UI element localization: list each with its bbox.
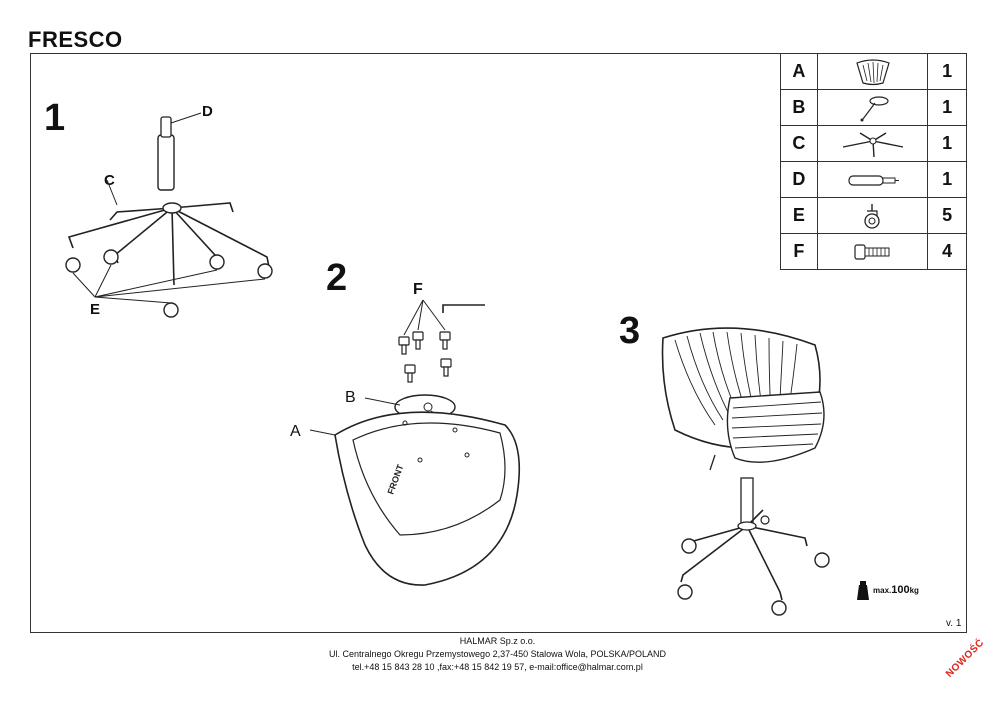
part-letter: F xyxy=(780,233,818,270)
footer-address: Ul. Centralnego Okregu Przemystowego 2,3… xyxy=(329,649,666,659)
step-2-label-a: A xyxy=(290,423,301,440)
part-letter: E xyxy=(780,197,818,234)
part-letter: B xyxy=(780,89,818,126)
max-load-indicator: max.100kg xyxy=(856,580,919,600)
caster-icon xyxy=(863,203,880,229)
mechanism-plate-icon xyxy=(860,95,889,121)
step-1-label-d: D xyxy=(202,103,213,120)
weight-icon xyxy=(857,581,869,600)
part-qty: 5 xyxy=(927,197,967,234)
step-1-label-e: E xyxy=(90,301,101,318)
version-label: v. 1 xyxy=(946,618,962,629)
step-3-number: 3 xyxy=(619,310,641,352)
parts-table: A 1 B 1 C 1 D xyxy=(780,53,967,270)
part-qty: 1 xyxy=(927,161,967,198)
max-load-prefix: max. xyxy=(873,586,892,595)
parts-row-e: E 5 xyxy=(780,197,967,234)
parts-row-a: A 1 xyxy=(780,53,967,90)
parts-row-c: C 1 xyxy=(780,125,967,162)
part-letter: A xyxy=(780,53,818,90)
part-qty: 1 xyxy=(927,53,967,90)
parts-row-b: B 1 xyxy=(780,89,967,126)
step-2-label-f: F xyxy=(413,281,423,298)
step-2-illustration: FRONT xyxy=(309,299,521,586)
step-1-illustration xyxy=(65,112,273,318)
screw-icon xyxy=(853,243,889,260)
seat-icon xyxy=(855,58,890,85)
step-1-label-c: C xyxy=(104,172,115,189)
step-2-label-b: B xyxy=(345,389,356,406)
footer-contact: tel.+48 15 843 28 10 ,fax:+48 15 842 19 … xyxy=(352,662,643,672)
document-title: FRESCO xyxy=(28,27,123,52)
part-qty: 1 xyxy=(927,125,967,162)
parts-row-f: F 4 xyxy=(780,233,967,270)
part-letter: D xyxy=(780,161,818,198)
part-qty: 1 xyxy=(927,89,967,126)
footer: HALMAR Sp.z o.o. Ul. Centralnego Okregu … xyxy=(0,635,995,674)
max-load-unit: kg xyxy=(909,586,919,595)
instruction-frame xyxy=(30,53,967,633)
step-3-illustration xyxy=(661,327,830,616)
max-load-value: 100 xyxy=(891,584,910,596)
footer-company: HALMAR Sp.z o.o. xyxy=(459,636,536,646)
step-2-number: 2 xyxy=(326,257,348,299)
step-1-number: 1 xyxy=(44,97,66,139)
part-qty: 4 xyxy=(927,233,967,270)
gas-lift-icon xyxy=(847,174,899,186)
star-base-icon xyxy=(842,131,903,157)
part-letter: C xyxy=(780,125,818,162)
parts-row-d: D 1 xyxy=(780,161,967,198)
